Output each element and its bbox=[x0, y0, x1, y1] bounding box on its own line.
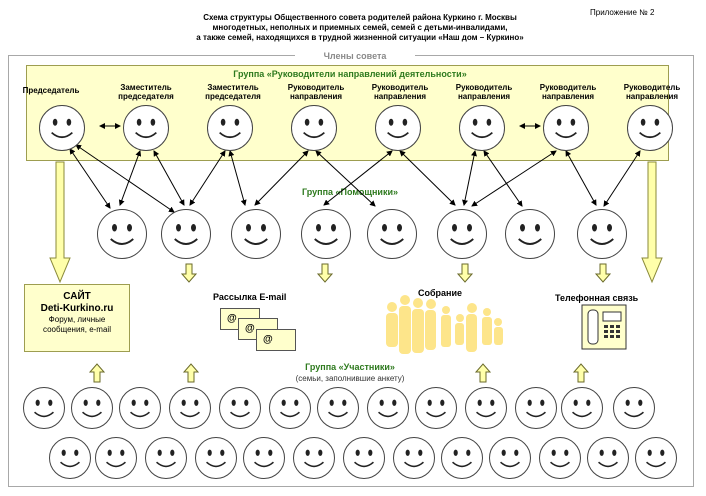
site-desc-1: Форум, личные bbox=[48, 315, 106, 324]
smiley-face-icon bbox=[543, 105, 589, 151]
smiley-face-icon bbox=[465, 387, 507, 429]
smiley-face-icon bbox=[119, 387, 161, 429]
smiley-face-icon bbox=[49, 437, 91, 479]
site-title: САЙТ bbox=[63, 291, 91, 302]
site-url: Deti-Kurkino.ru bbox=[40, 303, 114, 314]
smiley-face-icon bbox=[123, 105, 169, 151]
role-label: Руководитель направления bbox=[455, 83, 513, 101]
participants-group-title: Группа «Участники» bbox=[305, 362, 395, 372]
smiley-face-icon bbox=[301, 209, 351, 259]
role-label: Руководитель направления bbox=[623, 83, 681, 101]
smiley-face-icon bbox=[23, 387, 65, 429]
smiley-face-icon bbox=[367, 209, 417, 259]
smiley-face-icon bbox=[437, 209, 487, 259]
phone-label: Телефонная связь bbox=[555, 293, 639, 303]
smiley-face-icon bbox=[145, 437, 187, 479]
smiley-face-icon bbox=[515, 387, 557, 429]
role-label: Заместитель председателя bbox=[118, 83, 174, 101]
smiley-face-icon bbox=[367, 387, 409, 429]
diagram-title: Схема структуры Общественного совета род… bbox=[150, 13, 570, 43]
smiley-face-icon bbox=[343, 437, 385, 479]
arrow-down-icon bbox=[49, 161, 71, 284]
smiley-face-icon bbox=[293, 437, 335, 479]
role-label: Руководитель направления bbox=[371, 83, 429, 101]
smiley-face-icon bbox=[243, 437, 285, 479]
smiley-face-icon bbox=[95, 437, 137, 479]
website-box: САЙТ Deti-Kurkino.ru Форум, личные сообщ… bbox=[24, 284, 130, 352]
smiley-face-icon bbox=[489, 437, 531, 479]
meeting-label: Собрание bbox=[418, 288, 463, 298]
envelope-icon: @ bbox=[256, 329, 296, 351]
smiley-face-icon bbox=[587, 437, 629, 479]
smiley-face-icon bbox=[169, 387, 211, 429]
appendix-label: Приложение № 2 bbox=[590, 8, 655, 17]
role-label: Руководитель направления bbox=[287, 83, 345, 101]
smiley-face-icon bbox=[97, 209, 147, 259]
phone-icon bbox=[581, 304, 627, 350]
smiley-face-icon bbox=[627, 105, 673, 151]
smiley-face-icon bbox=[269, 387, 311, 429]
smiley-face-icon bbox=[207, 105, 253, 151]
family-silhouette-icon bbox=[386, 295, 503, 354]
title-line-1: Схема структуры Общественного совета род… bbox=[203, 13, 517, 22]
smiley-face-icon bbox=[459, 105, 505, 151]
smiley-face-icon bbox=[613, 387, 655, 429]
smiley-face-icon bbox=[317, 387, 359, 429]
smiley-face-icon bbox=[291, 105, 337, 151]
site-desc-2: сообщения, e-mail bbox=[43, 325, 111, 334]
smiley-face-icon bbox=[393, 437, 435, 479]
email-label: Рассылка E-mail bbox=[213, 292, 287, 302]
smiley-face-icon bbox=[635, 437, 677, 479]
leaders-group-title: Группа «Руководители направлений деятель… bbox=[233, 69, 467, 79]
smiley-face-icon bbox=[231, 209, 281, 259]
smiley-face-icon bbox=[561, 387, 603, 429]
title-line-3: а также семей, находящихся в трудной жиз… bbox=[196, 33, 524, 42]
smiley-face-icon bbox=[195, 437, 237, 479]
smiley-face-icon bbox=[505, 209, 555, 259]
role-label: Председатель bbox=[22, 86, 80, 95]
smiley-face-icon bbox=[71, 387, 113, 429]
smiley-face-icon bbox=[415, 387, 457, 429]
role-label: Руководитель направления bbox=[539, 83, 597, 101]
title-line-2: многодетных, неполных и приемных семей, … bbox=[212, 23, 508, 32]
smiley-face-icon bbox=[539, 437, 581, 479]
participants-subtitle: (семьи, заполнившие анкету) bbox=[295, 374, 405, 383]
smiley-face-icon bbox=[375, 105, 421, 151]
smiley-face-icon bbox=[577, 209, 627, 259]
smiley-face-icon bbox=[219, 387, 261, 429]
smiley-face-icon bbox=[161, 209, 211, 259]
arrow-down-icon bbox=[641, 161, 663, 284]
role-label: Заместитель председателя bbox=[205, 83, 261, 101]
smiley-face-icon bbox=[441, 437, 483, 479]
members-label: Члены совета bbox=[295, 49, 415, 63]
smiley-face-icon bbox=[39, 105, 85, 151]
